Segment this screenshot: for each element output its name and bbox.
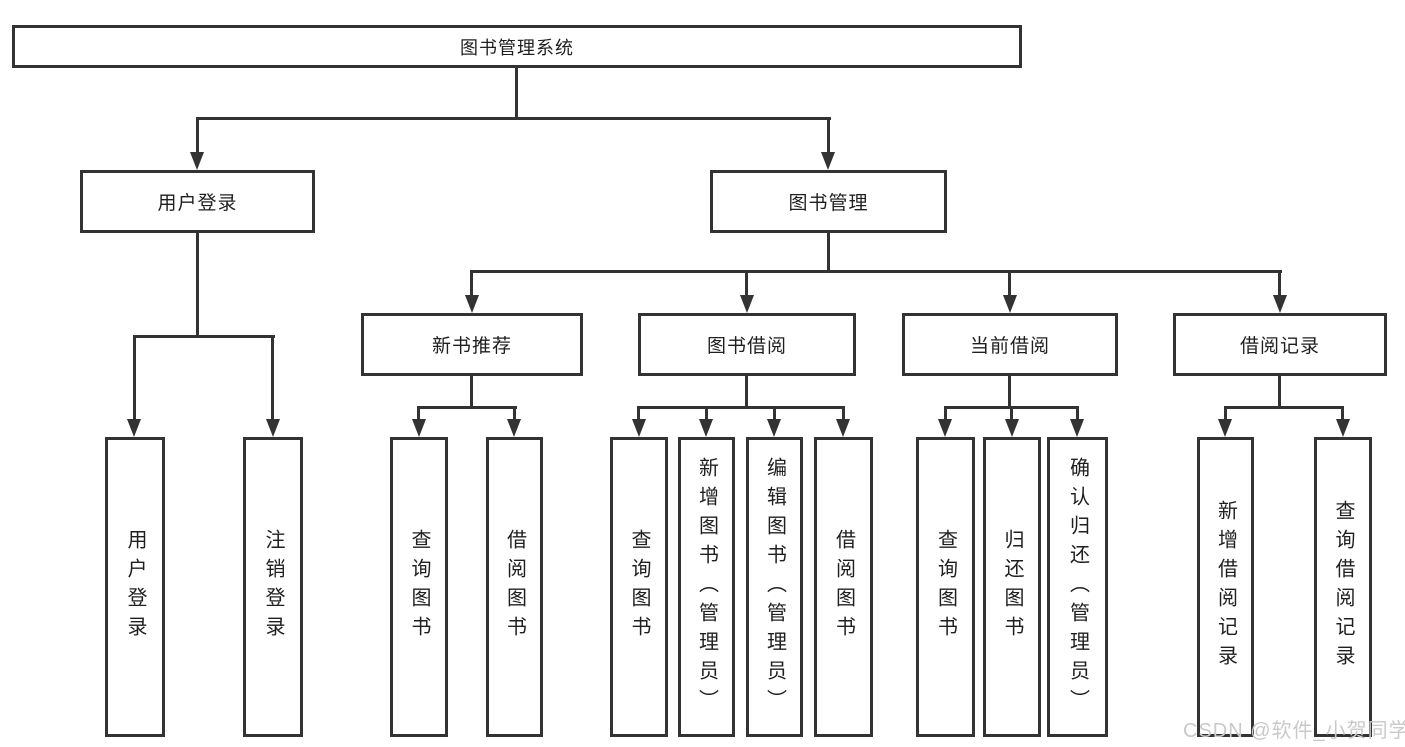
leaf-label: 查询图书: [934, 529, 957, 645]
connector: [417, 406, 517, 409]
arrow-down-icon: [938, 419, 952, 437]
leaf-query-books-current: 查询图书: [916, 437, 975, 737]
arrow-down-icon: [632, 419, 646, 437]
arrow-down-icon: [1336, 419, 1350, 437]
connector: [1224, 406, 1344, 409]
node-label: 图书管理系统: [460, 37, 574, 58]
arrow-down-icon: [1003, 295, 1017, 313]
leaf-confirm-return-admin: 确认归还（管理员）: [1047, 437, 1108, 737]
connector: [133, 335, 136, 421]
leaf-label: 确认归还（管理员）: [1066, 456, 1089, 718]
connector: [1008, 270, 1011, 297]
connector: [417, 406, 420, 421]
arrow-down-icon: [1273, 295, 1287, 313]
arrow-down-icon: [127, 419, 141, 437]
leaf-label: 借阅图书: [503, 529, 526, 645]
connector: [196, 117, 199, 155]
leaf-query-books-recommend: 查询图书: [390, 437, 448, 737]
connector: [705, 406, 708, 421]
node-user-login: 用户登录: [80, 170, 315, 233]
arrow-down-icon: [836, 419, 850, 437]
arrow-down-icon: [1218, 419, 1232, 437]
connector: [1224, 406, 1227, 421]
leaf-add-borrow-record: 新增借阅记录: [1197, 437, 1254, 737]
connector: [470, 270, 1282, 273]
connector: [470, 376, 473, 409]
connector: [196, 117, 831, 120]
leaf-label: 查询图书: [408, 529, 430, 645]
node-current-borrowing: 当前借阅: [902, 313, 1118, 376]
leaf-label: 新增借阅记录: [1214, 500, 1237, 674]
connector: [1010, 406, 1013, 421]
arrow-down-icon: [740, 295, 754, 313]
node-label: 图书管理: [788, 193, 869, 214]
node-book-management: 图书管理: [710, 170, 947, 233]
node-label: 借阅记录: [1239, 336, 1320, 357]
node-book-borrowing: 图书借阅: [638, 313, 856, 376]
leaf-borrow-books-borrowing: 借阅图书: [814, 437, 873, 737]
connector: [944, 406, 947, 421]
leaf-edit-books-admin: 编辑图书（管理员）: [746, 437, 803, 737]
connector: [745, 270, 748, 297]
connector: [133, 335, 275, 338]
connector: [637, 406, 640, 421]
leaf-label: 编辑图书（管理员）: [763, 456, 786, 718]
leaf-logout: 注销登录: [243, 437, 303, 737]
connector: [515, 66, 518, 119]
connector: [271, 335, 274, 421]
leaf-user-login: 用户登录: [105, 437, 165, 737]
node-new-book-recommendation: 新书推荐: [361, 313, 583, 376]
arrow-down-icon: [821, 152, 835, 170]
leaf-label: 查询借阅记录: [1332, 500, 1354, 674]
connector: [773, 406, 776, 421]
leaf-query-borrow-record: 查询借阅记录: [1314, 437, 1372, 737]
connector: [470, 270, 473, 297]
node-label: 用户登录: [157, 193, 238, 214]
leaf-label: 用户登录: [124, 529, 146, 645]
node-borrowing-records: 借阅记录: [1173, 313, 1387, 376]
connector: [637, 406, 845, 409]
leaf-return-books: 归还图书: [983, 437, 1041, 737]
leaf-label: 借阅图书: [832, 529, 855, 645]
leaf-add-books-admin: 新增图书（管理员）: [678, 437, 735, 737]
connector: [745, 376, 748, 409]
connector: [1341, 406, 1344, 421]
csdn-watermark: CSDN @软件_小贺同学: [1183, 720, 1405, 742]
leaf-label: 归还图书: [1001, 529, 1023, 645]
arrow-down-icon: [412, 419, 426, 437]
connector: [1008, 376, 1011, 409]
connector: [196, 233, 199, 338]
connector: [1278, 270, 1281, 297]
arrow-down-icon: [1070, 419, 1084, 437]
leaf-label: 新增图书（管理员）: [695, 456, 718, 718]
arrow-down-icon: [767, 419, 781, 437]
arrow-down-icon: [266, 419, 280, 437]
connector: [827, 233, 830, 273]
leaf-query-books-borrowing: 查询图书: [610, 437, 668, 737]
arrow-down-icon: [190, 152, 204, 170]
leaf-borrow-books-recommend: 借阅图书: [486, 437, 543, 737]
leaf-label: 查询图书: [628, 529, 650, 645]
node-label: 新书推荐: [431, 336, 512, 357]
connector: [842, 406, 845, 421]
connector: [827, 117, 830, 155]
connector: [1076, 406, 1079, 421]
node-label: 当前借阅: [969, 336, 1050, 357]
connector: [1278, 376, 1281, 409]
arrow-down-icon: [1005, 419, 1019, 437]
arrow-down-icon: [507, 419, 521, 437]
arrow-down-icon: [699, 419, 713, 437]
node-label: 图书借阅: [706, 336, 787, 357]
node-library-management-system: 图书管理系统: [12, 25, 1022, 68]
leaf-label: 注销登录: [262, 529, 284, 645]
arrow-down-icon: [465, 295, 479, 313]
connector: [513, 406, 516, 421]
